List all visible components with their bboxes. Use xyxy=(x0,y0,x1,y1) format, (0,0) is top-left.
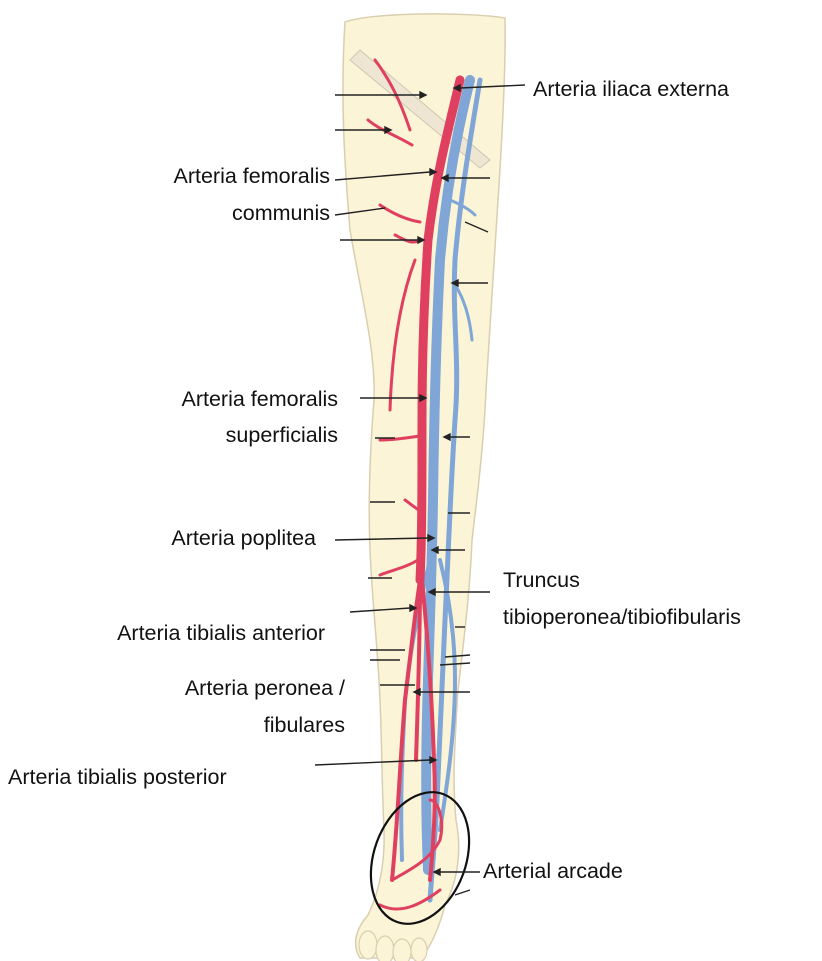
label-truncus-line1: Truncus xyxy=(503,567,580,594)
label-femoralis-communis-line2: communis xyxy=(90,200,330,227)
label-femoralis-superficialis-line1: Arteria femoralis xyxy=(100,386,338,413)
label-arterial-arcade: Arterial arcade xyxy=(483,858,623,885)
label-femoralis-communis-line1: Arteria femoralis xyxy=(90,163,330,190)
label-peronea-line2: fibulares xyxy=(100,712,345,739)
label-iliaca-externa: Arteria iliaca externa xyxy=(533,76,729,103)
label-tibialis-posterior: Arteria tibialis posterior xyxy=(8,764,227,791)
label-peronea-line1: Arteria peronea / xyxy=(100,675,345,702)
label-femoralis-superficialis-line2: superficialis xyxy=(100,422,338,449)
label-truncus-line2: tibioperonea/tibiofibularis xyxy=(503,604,741,631)
label-poplitea: Arteria poplitea xyxy=(100,525,316,552)
label-tibialis-anterior: Arteria tibialis anterior xyxy=(40,620,325,647)
